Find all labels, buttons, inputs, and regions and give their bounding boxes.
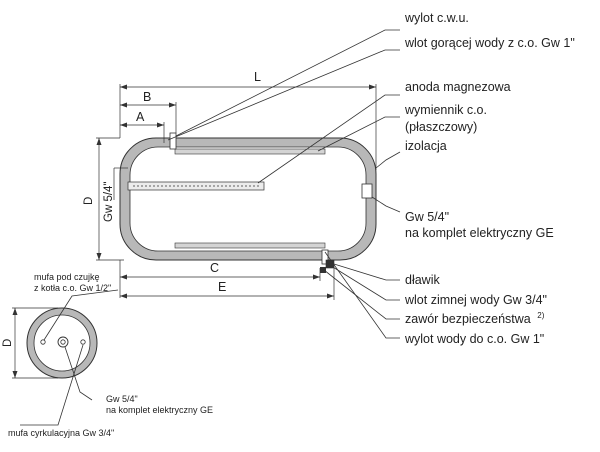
tank-end-view: D: [2, 289, 119, 426]
label-sensor-sleeve-line1: mufa pod czujkę: [34, 272, 100, 282]
label-sensor-sleeve-line2: z kotła c.o. Gw 1/2": [34, 283, 111, 293]
dim-label-D-small: D: [2, 339, 14, 347]
label-cwu-outlet: wylot c.w.u.: [404, 11, 469, 25]
label-safety-valve: zawór bezpieczeństwa 2): [405, 311, 545, 326]
dim-label-E: E: [218, 280, 226, 294]
label-exchanger-line1: wymiennik c.o.: [404, 103, 487, 117]
exchanger-top-strip: [174, 148, 326, 155]
dim-label-A: A: [136, 110, 145, 124]
top-port-pipe: [169, 132, 177, 150]
tank-side-view: [119, 132, 377, 273]
heater-port-hole-inner: [60, 339, 66, 345]
label-hot-water-inlet: wlot gorącej wody z c.o. Gw 1": [404, 36, 575, 50]
magnesium-anode-rod: [127, 181, 265, 191]
sensor-sleeve-hole: [40, 339, 46, 345]
label-circulation-sleeve: mufa cyrkulacyjna Gw 3/4": [8, 428, 114, 438]
leader-lines: [167, 29, 401, 339]
label-safety-valve-text: zawór bezpieczeństwa: [405, 312, 531, 326]
label-magnesium-anode: anoda magnezowa: [405, 80, 511, 94]
dim-label-C: C: [210, 261, 219, 275]
tank-inner-wall: [129, 146, 367, 252]
side-heater-port: [361, 183, 373, 199]
circulation-sleeve-hole: [80, 339, 86, 345]
label-heater-port-line1: Gw 5/4": [405, 210, 449, 224]
valve-fitting: [320, 267, 326, 273]
end-view-labels: mufa pod czujkę z kotła c.o. Gw 1/2" Gw …: [8, 272, 213, 438]
dim-label-side-thread: Gw 5/4": [103, 181, 115, 222]
label-insulation: izolacja: [405, 139, 447, 153]
label-co-outlet: wylot wody do c.o. Gw 1": [404, 332, 544, 346]
label-cold-water-inlet: wlot zimnej wody Gw 3/4": [404, 293, 547, 307]
label-end-heater-port-line2: na komplet elektryczny GE: [106, 405, 213, 415]
dimension-lines: L B A D Gw 5/4" C E: [83, 70, 377, 300]
callout-labels: wylot c.w.u. wlot gorącej wody z c.o. Gw…: [404, 11, 575, 346]
exchanger-bottom-strip: [174, 242, 326, 249]
dim-label-L: L: [254, 70, 261, 84]
label-exchanger-line2: (płaszczowy): [405, 120, 477, 134]
label-safety-valve-note: 2): [537, 311, 544, 320]
dim-label-D-main: D: [83, 197, 95, 205]
bottom-fitting-pipe: [321, 249, 329, 265]
dim-label-B: B: [143, 90, 151, 104]
label-heater-port-line2: na komplet elektryczny GE: [405, 226, 554, 240]
label-end-heater-port-line1: Gw 5/4": [106, 394, 138, 404]
label-throttle: dławik: [405, 273, 440, 287]
